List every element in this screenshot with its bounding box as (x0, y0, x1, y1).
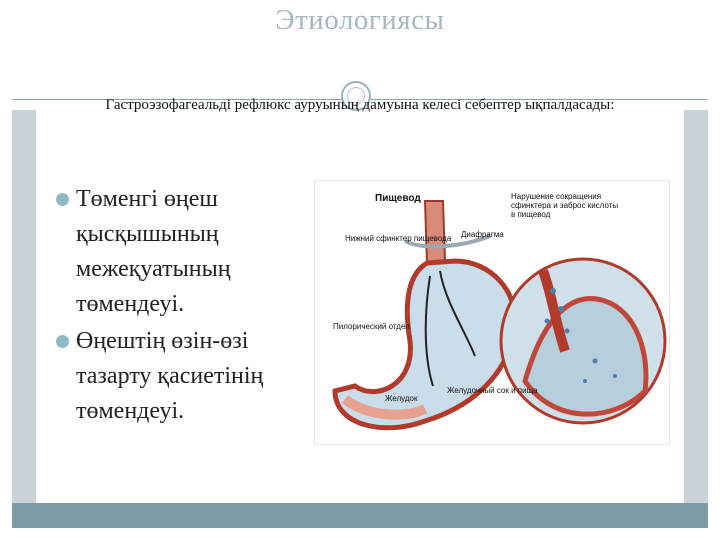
diaphragm-shape (404, 234, 491, 249)
slide-subtitle: Гастроэзофагеальді рефлюкс ауруының даму… (105, 97, 615, 113)
slide-title: Этиологиясы (275, 4, 445, 36)
label-pyloric: Пилорический отдел (333, 322, 410, 331)
bullet-list: Төменгі өңеш қысқышының межеқуатының төм… (56, 182, 296, 431)
label-lower-sphincter: Нижний сфинктер пищевода (345, 234, 452, 243)
label-gastric-juice: Желудочный сок и пища (447, 386, 538, 395)
bullet-text: Өңештің өзін-өзі тазарту қасиетінің төме… (76, 328, 264, 424)
bullet-dot-icon (56, 193, 69, 206)
bullet-dot-icon (56, 335, 69, 348)
footer-bar (12, 503, 708, 528)
duodenum-shape (341, 394, 428, 420)
bullet-text: Төменгі өңеш қысқышының межеқуатының төм… (76, 186, 231, 317)
label-diaphragm: Диафрагма (461, 230, 504, 239)
arrow-1 (439, 270, 476, 357)
bullet-item: Төменгі өңеш қысқышының межеқуатының төм… (56, 182, 296, 322)
label-stomach: Желудок (385, 394, 418, 403)
arrow-2 (424, 275, 434, 387)
divider-ring-ornament (341, 81, 371, 111)
bullet-item: Өңештің өзін-өзі тазарту қасиетінің төме… (56, 324, 296, 429)
esophagus-shape (423, 200, 447, 265)
label-esophagus: Пищевод (375, 193, 421, 204)
zoom-sphincter (538, 269, 570, 353)
